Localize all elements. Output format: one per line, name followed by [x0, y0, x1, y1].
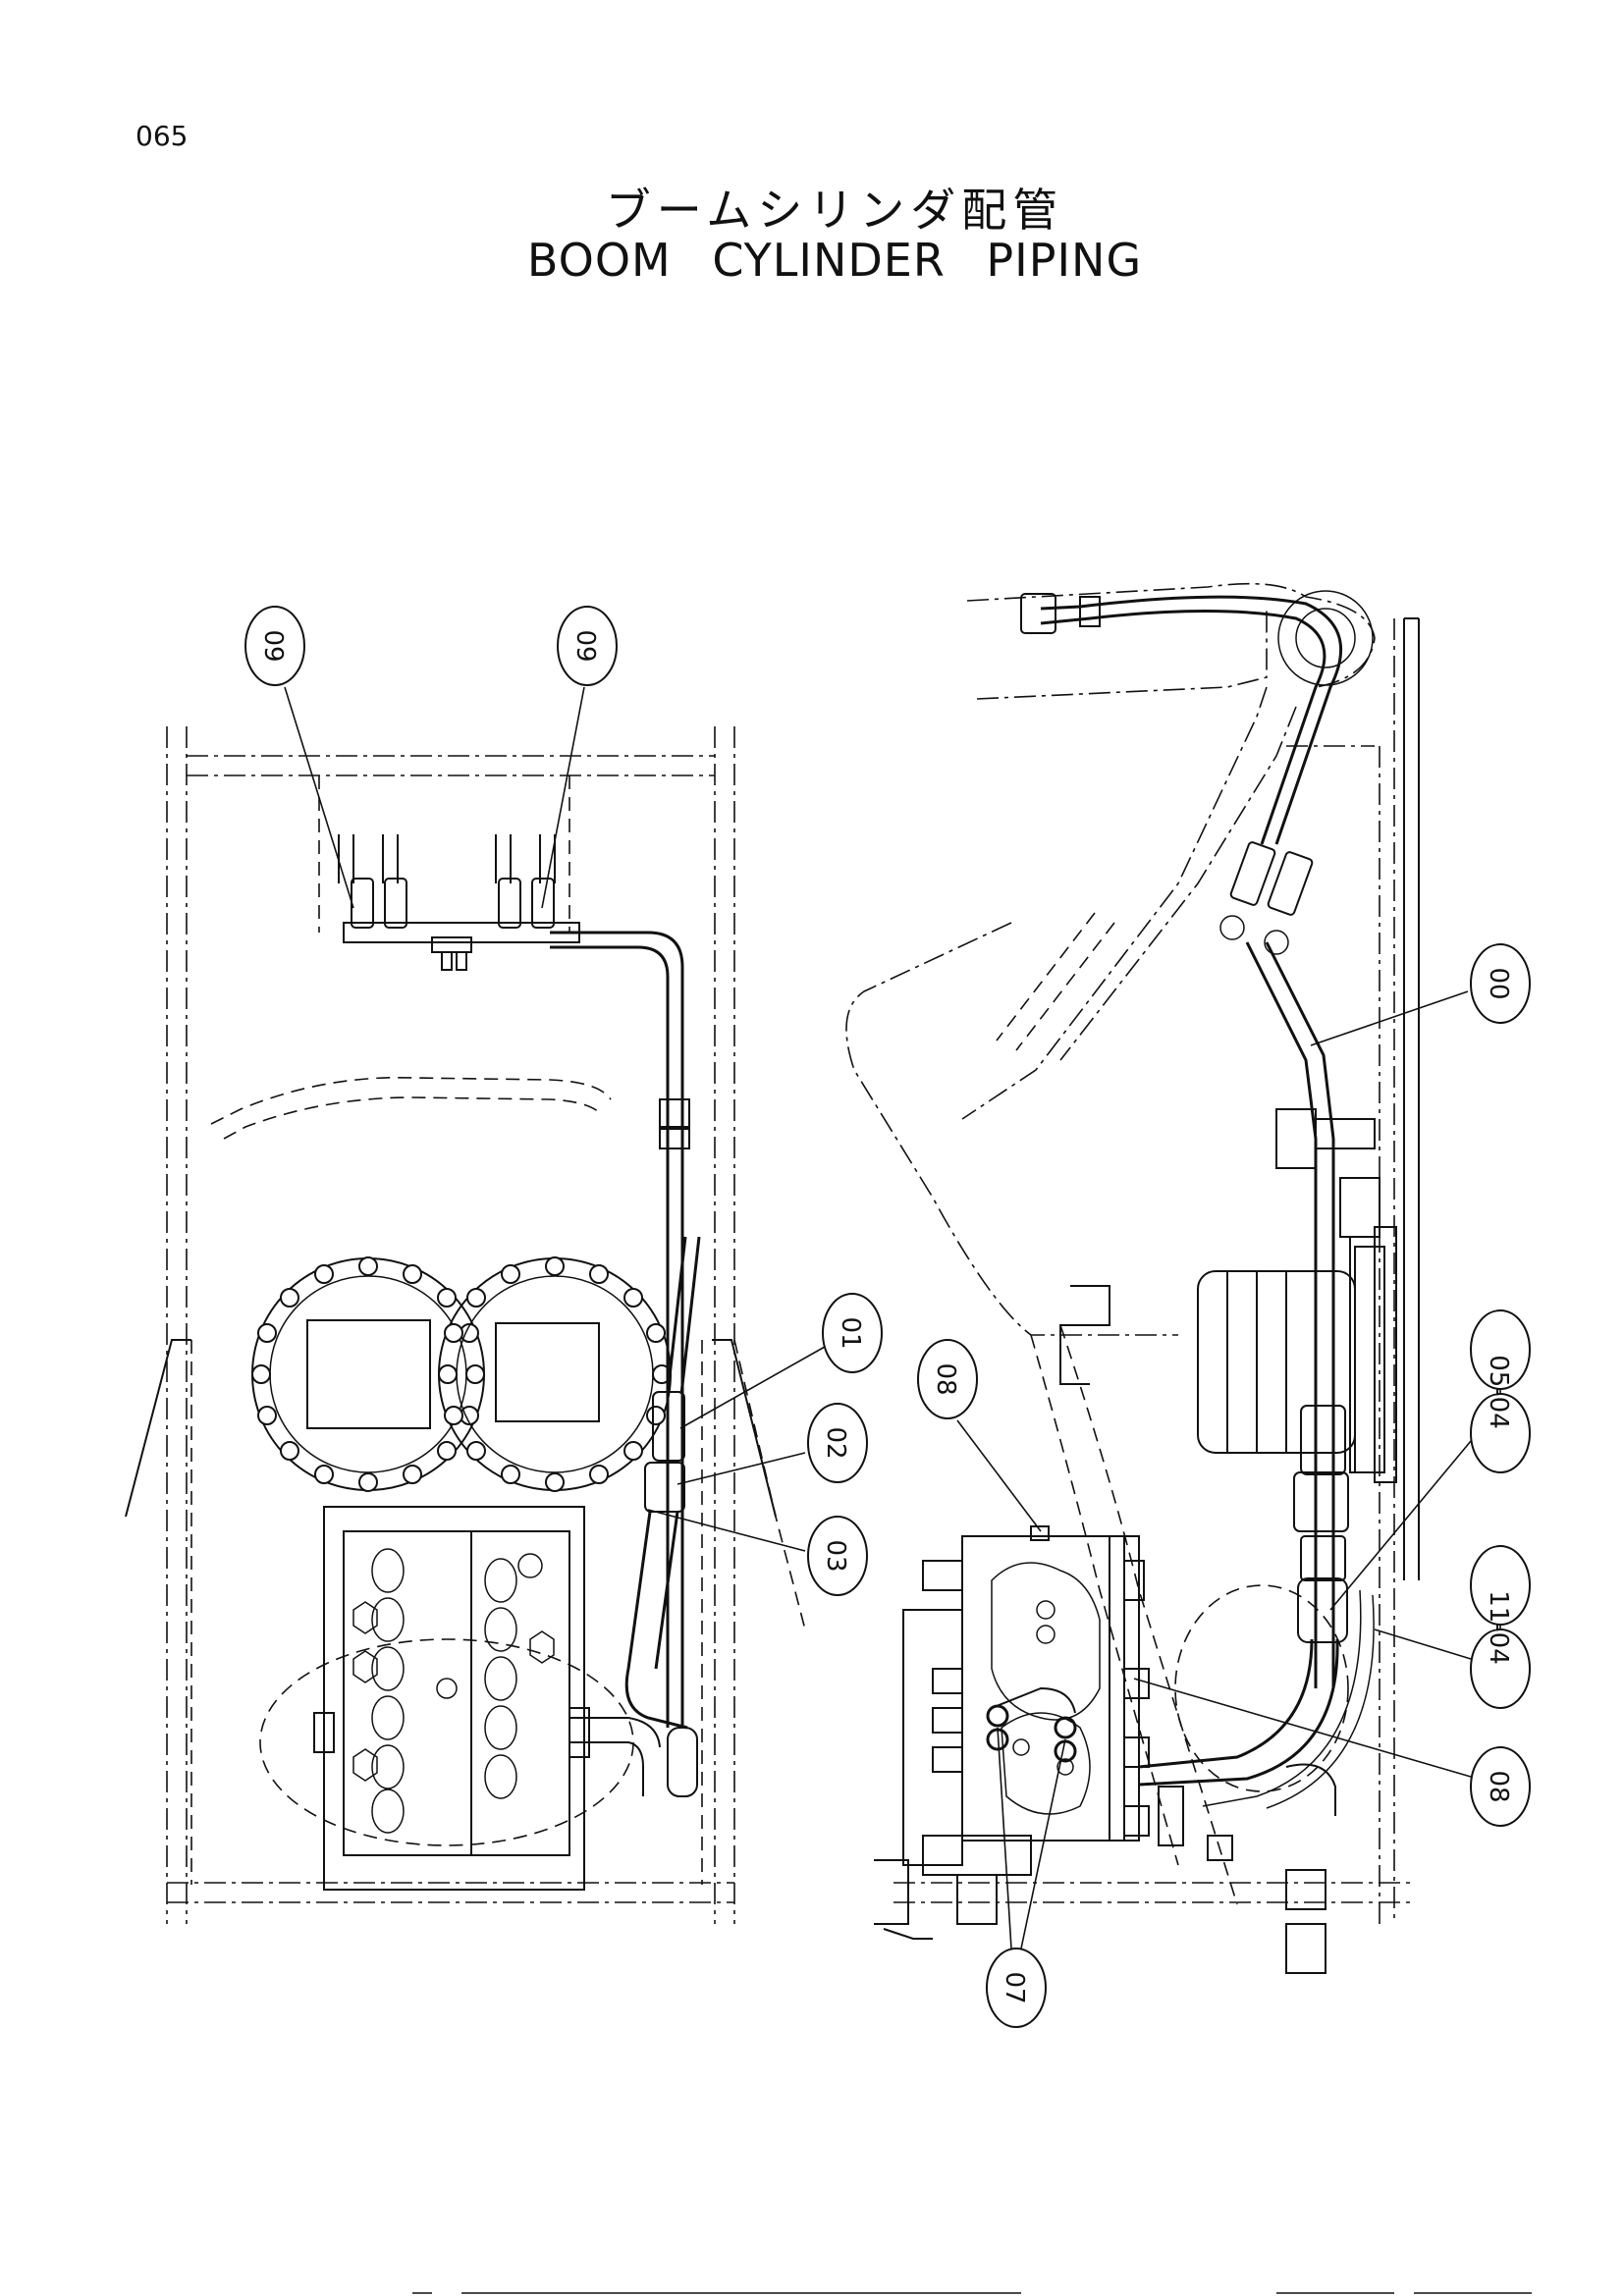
callout-02: 02 [807, 1403, 868, 1483]
svg-text:01: 01 [836, 1316, 865, 1349]
swing-motor-left [251, 1256, 485, 1492]
svg-text:05-04: 05-04 [1484, 1355, 1513, 1429]
right-view-frame [845, 582, 1420, 1924]
svg-text:08: 08 [1484, 1770, 1513, 1802]
svg-text:07: 07 [1000, 1971, 1029, 2003]
boom-hoses-right [1020, 593, 1380, 1809]
svg-text:08: 08 [931, 1362, 960, 1395]
boom-cylinder-fittings-left [338, 834, 690, 1728]
callout-08-upper: 08 [917, 1339, 978, 1419]
callout-11-04: 11-04 [1470, 1545, 1531, 1709]
title-english: BOOM CYLINDER PIPING [526, 234, 1143, 287]
left-view-frame [125, 726, 806, 1924]
control-valve-left [259, 1506, 634, 1891]
svg-text:03: 03 [821, 1539, 850, 1572]
callout-05-04: 05-04 [1470, 1309, 1531, 1473]
svg-text:02: 02 [821, 1426, 850, 1459]
callout-07: 07 [986, 1948, 1047, 2028]
title-japanese: ブームシリンダ配管 [605, 184, 1064, 237]
callout-08-lower: 08 [1470, 1746, 1531, 1827]
svg-text:09: 09 [258, 629, 288, 662]
control-valve-side [874, 1525, 1349, 1974]
svg-text:09: 09 [570, 629, 600, 662]
swing-motor-right [438, 1256, 672, 1492]
callout-09-left: 09 [244, 606, 305, 686]
swing-motor-side [1059, 1226, 1397, 1483]
svg-text:00: 00 [1484, 967, 1513, 999]
svg-text:11-04: 11-04 [1484, 1590, 1513, 1665]
boom-hose-left [568, 1236, 701, 1797]
page-number: 065 [135, 120, 189, 152]
callout-09-right: 09 [557, 606, 618, 686]
callout-03: 03 [807, 1516, 868, 1596]
callout-01: 01 [822, 1293, 883, 1373]
callout-00: 00 [1470, 943, 1531, 1024]
